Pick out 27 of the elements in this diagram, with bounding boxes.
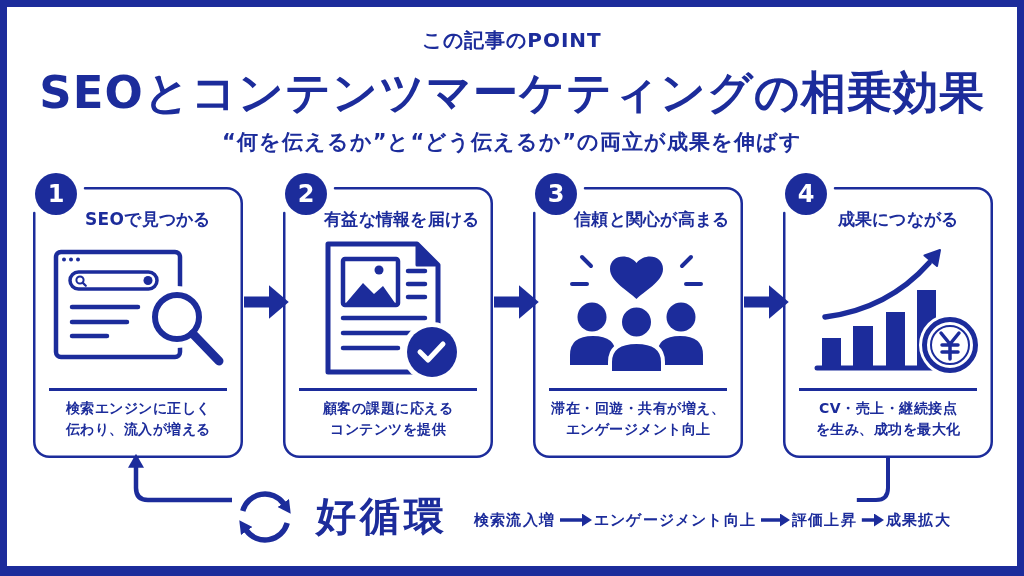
step-description: 滞在・回遊・共有が増え、エンゲージメント向上 (550, 399, 726, 439)
kicker-label: この記事のPOINT (422, 27, 602, 53)
subtitle: “何を伝えるか”と“どう伝えるか”の両立が成果を伸ばす (221, 129, 803, 156)
number-badge: 4 (785, 173, 827, 215)
flow-step: エンゲージメント向上 (594, 510, 756, 530)
flow-step: 評価上昇 (792, 510, 857, 530)
step-description: 顧客の課題に応えるコンテンツを提供 (321, 399, 455, 439)
cycle-caption: 好循環 (316, 492, 448, 540)
flow-step: 検索流入増 (474, 510, 555, 530)
arrow (761, 513, 790, 527)
connector-line (856, 458, 890, 502)
arrow (560, 513, 592, 527)
arrow (128, 453, 232, 503)
arrow (861, 513, 884, 527)
arrow (494, 285, 539, 319)
arrow (244, 285, 289, 319)
step-heading: 有益な情報を届ける (324, 208, 480, 231)
step-heading: 信頼と関心が高まる (574, 208, 730, 231)
step-heading: 成果につながる (837, 208, 959, 231)
step-description: 検索エンジンに正しく伝わり、流入が増える (64, 399, 212, 439)
step-description: CV・売上・継続接点を生み、成功を最大化 (814, 399, 962, 439)
page-title: SEOとコンテンツマーケティングの相乗効果 (39, 66, 985, 120)
arrow (744, 285, 789, 319)
number-badge: 3 (535, 173, 577, 215)
step-heading: SEOで見つかる (85, 208, 211, 231)
flow-step: 成果拡大 (886, 510, 951, 530)
number-badge: 1 (35, 173, 77, 215)
